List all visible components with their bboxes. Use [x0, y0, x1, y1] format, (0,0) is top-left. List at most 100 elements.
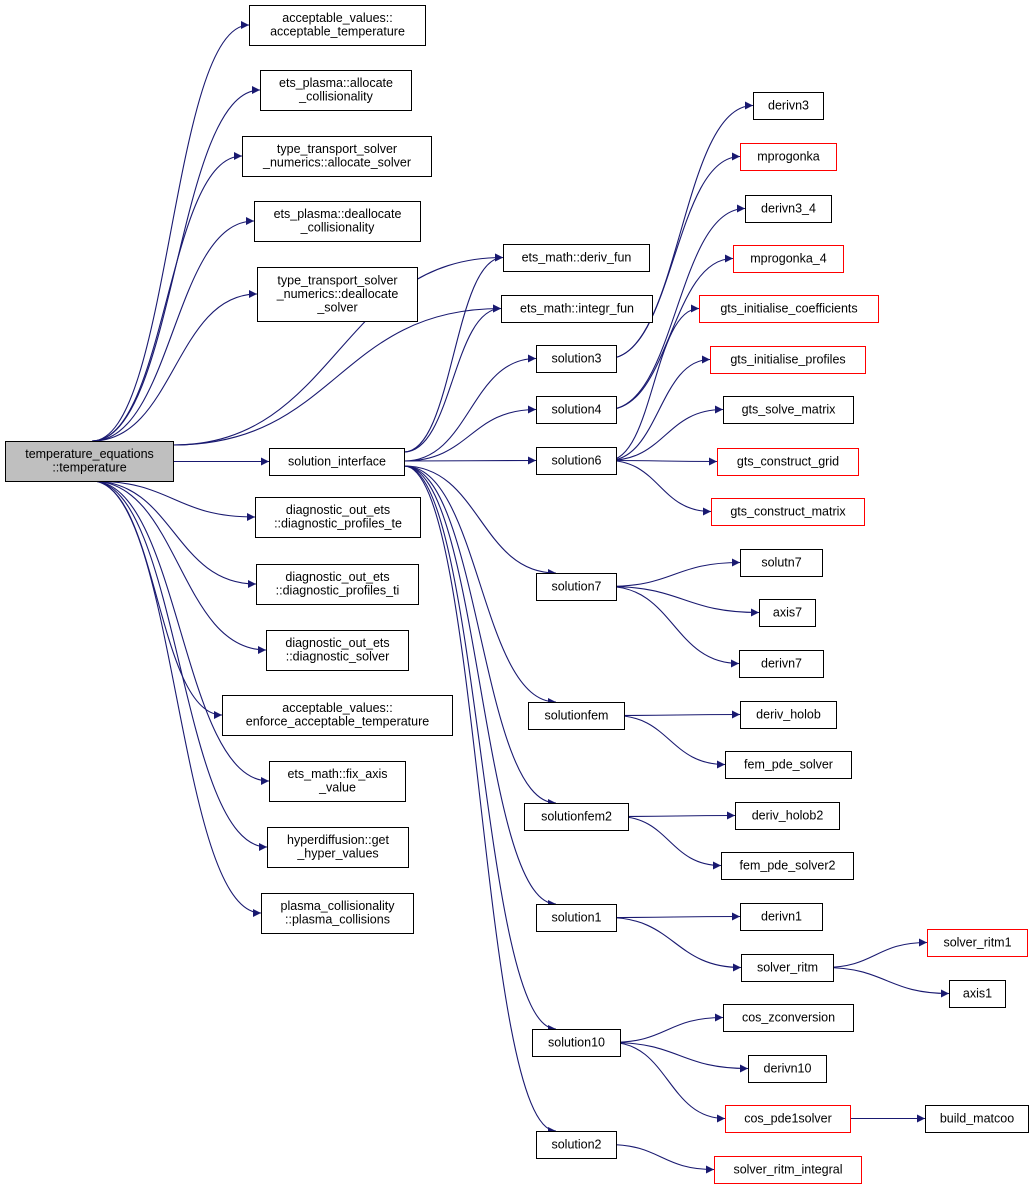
node-solution2[interactable]: solution2: [536, 1131, 617, 1159]
edge-solution10-to-cos_zconv: [611, 1013, 724, 1044]
node-label: gts_construct_grid: [737, 454, 839, 468]
node-gts-grid[interactable]: gts_construct_grid: [717, 448, 859, 476]
node-solutionfem[interactable]: solutionfem: [528, 702, 625, 730]
node-label: gts_initialise_profiles: [730, 352, 845, 366]
node-fix-axis[interactable]: ets_math::fix_axis_value: [269, 761, 406, 802]
node-label: derivn7: [761, 656, 802, 670]
node-gts-solve[interactable]: gts_solve_matrix: [723, 396, 854, 424]
node-diag-te[interactable]: diagnostic_out_ets::diagnostic_profiles_…: [255, 497, 421, 538]
node-box: [748, 1055, 827, 1083]
node-label: acceptable_values::: [282, 11, 393, 25]
node-axis1[interactable]: axis1: [949, 980, 1006, 1008]
edge-solver_ritm-to-solver_ritm1: [823, 938, 928, 969]
node-solver-ritm-int[interactable]: solver_ritm_integral: [714, 1156, 862, 1184]
node-label: _numerics::deallocate: [276, 287, 399, 301]
node-fem-pde[interactable]: fem_pde_solver: [725, 751, 852, 779]
node-label: solutionfem: [545, 708, 609, 722]
node-label: ets_math::fix_axis: [287, 767, 387, 781]
node-integr-fun[interactable]: ets_math::integr_fun: [501, 295, 653, 323]
node-label: gts_solve_matrix: [742, 402, 837, 416]
node-box: [927, 929, 1028, 957]
edge-root-to-enforce: [91, 480, 223, 719]
node-derivn3-4[interactable]: derivn3_4: [745, 195, 832, 223]
node-solution3[interactable]: solution3: [536, 345, 617, 373]
node-deriv-holob[interactable]: deriv_holob: [740, 701, 837, 729]
node-diag-solver[interactable]: diagnostic_out_ets::diagnostic_solver: [266, 630, 409, 671]
node-build-matcoo[interactable]: build_matcoo: [925, 1105, 1029, 1133]
node-alloc-coll[interactable]: ets_plasma::allocate_collisionality: [260, 70, 412, 111]
node-label: derivn1: [761, 909, 802, 923]
edge-solutionfem2-to-fem_pde2: [617, 815, 722, 870]
node-label: axis7: [773, 605, 802, 619]
edge-root-to-alloc_solver: [91, 152, 243, 442]
edge-sol_iface-to-solution4: [403, 405, 537, 462]
edge-solution6-to-gts_solve: [607, 405, 724, 462]
node-root[interactable]: temperature_equations::temperature: [5, 441, 174, 482]
node-deriv-holob2[interactable]: deriv_holob2: [735, 802, 840, 830]
node-box: [528, 702, 625, 730]
node-label: diagnostic_out_ets: [285, 636, 389, 650]
node-dealloc-coll[interactable]: ets_plasma::deallocate_collisionality: [254, 201, 421, 242]
node-acc-temp[interactable]: acceptable_values::acceptable_temperatur…: [249, 5, 426, 46]
node-label: _hyper_values: [296, 847, 378, 861]
node-derivn3[interactable]: derivn3: [753, 92, 824, 120]
edge-solution6-to-gts_prof: [607, 355, 711, 462]
node-cos-zconv[interactable]: cos_zconversion: [723, 1004, 854, 1032]
node-fem-pde2[interactable]: fem_pde_solver2: [721, 852, 854, 880]
node-diag-ti[interactable]: diagnostic_out_ets::diagnostic_profiles_…: [256, 564, 419, 605]
node-box: [254, 201, 421, 242]
node-box: [745, 195, 832, 223]
node-label: diagnostic_out_ets: [285, 570, 389, 584]
node-box: [261, 893, 414, 934]
node-solution10[interactable]: solution10: [532, 1029, 621, 1057]
node-box: [501, 295, 653, 323]
node-box: [740, 701, 837, 729]
node-gts-prof[interactable]: gts_initialise_profiles: [710, 346, 866, 374]
node-label: fem_pde_solver2: [740, 858, 836, 872]
node-box: [257, 267, 418, 322]
node-alloc-solver[interactable]: type_transport_solver_numerics::allocate…: [242, 136, 432, 177]
node-mprogonka[interactable]: mprogonka: [740, 143, 837, 171]
node-enforce[interactable]: acceptable_values::enforce_acceptable_te…: [222, 695, 453, 736]
node-box: [725, 751, 852, 779]
node-label: solutionfem2: [541, 809, 612, 823]
edge-sol_iface-to-solution3: [403, 354, 537, 462]
node-box: [503, 244, 650, 272]
node-cos-pde1[interactable]: cos_pde1solver: [725, 1105, 851, 1133]
edge-root-to-diag_solver: [91, 480, 267, 654]
node-box: [714, 1156, 862, 1184]
node-box: [739, 650, 824, 678]
node-axis7[interactable]: axis7: [759, 599, 816, 627]
node-solution7[interactable]: solution7: [536, 573, 617, 601]
node-label: type_transport_solver: [277, 273, 397, 287]
edge-root-to-diag_ti: [91, 480, 257, 588]
node-sol-iface[interactable]: solution_interface: [269, 448, 405, 476]
node-solution6[interactable]: solution6: [536, 447, 617, 475]
node-box: [256, 564, 419, 605]
node-solver-ritm[interactable]: solver_ritm: [741, 954, 834, 982]
node-dealloc-solver[interactable]: type_transport_solver_numerics::dealloca…: [257, 267, 418, 322]
node-solver-ritm1[interactable]: solver_ritm1: [927, 929, 1028, 957]
node-solution4[interactable]: solution4: [536, 396, 617, 424]
node-plasma-coll[interactable]: plasma_collisionality::plasma_collisions: [261, 893, 414, 934]
node-derivn7[interactable]: derivn7: [739, 650, 824, 678]
node-mprogonka-4[interactable]: mprogonka_4: [733, 245, 844, 273]
node-label: ::diagnostic_profiles_ti: [276, 584, 400, 598]
node-hyper[interactable]: hyperdiffusion::get_hyper_values: [267, 827, 409, 868]
node-solutn7[interactable]: solutn7: [740, 549, 823, 577]
node-solution1[interactable]: solution1: [536, 904, 617, 932]
node-label: type_transport_solver: [277, 142, 397, 156]
node-label: solver_ritm_integral: [733, 1162, 842, 1176]
node-gts-matrix[interactable]: gts_construct_matrix: [711, 498, 865, 526]
node-derivn10[interactable]: derivn10: [748, 1055, 827, 1083]
node-box: [723, 396, 854, 424]
node-deriv-fun[interactable]: ets_math::deriv_fun: [503, 244, 650, 272]
node-derivn1[interactable]: derivn1: [740, 903, 823, 931]
node-label: plasma_collisionality: [281, 899, 396, 913]
node-box: [260, 70, 412, 111]
edge-solution1-to-solver_ritm: [607, 916, 742, 972]
node-solutionfem2[interactable]: solutionfem2: [524, 803, 629, 831]
edge-solution7-to-derivn7: [607, 585, 740, 668]
node-gts-coef[interactable]: gts_initialise_coefficients: [699, 295, 879, 323]
